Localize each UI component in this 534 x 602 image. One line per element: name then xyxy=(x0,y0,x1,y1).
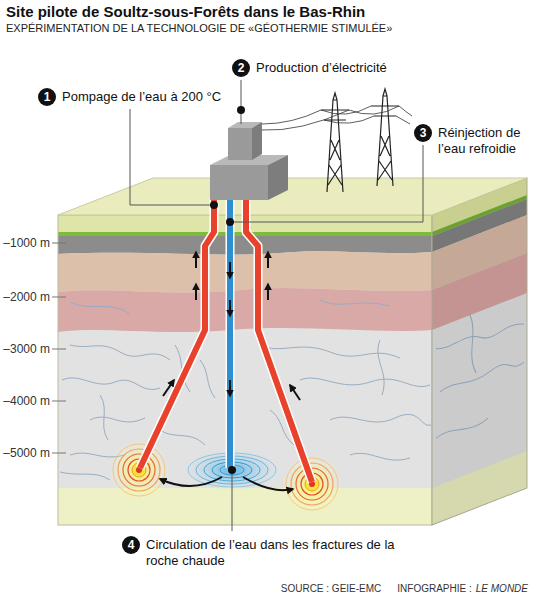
wells xyxy=(140,198,312,482)
leader-dot xyxy=(226,218,234,226)
subtitle: EXPÉRIMENTATION DE LA TECHNOLOGIE DE «GÉ… xyxy=(6,22,392,34)
power-plant xyxy=(210,122,288,200)
depth-label: –2000 m xyxy=(3,290,50,304)
chart-title: Site pilote de Soultz-sous-Forêts dans l… xyxy=(6,3,365,20)
depth-label: –1000 m xyxy=(3,236,50,250)
callout-number: 3 xyxy=(414,124,432,142)
depth-label: –5000 m xyxy=(3,446,50,460)
hot-zone xyxy=(109,440,169,500)
credit-label: INFOGRAPHIE : xyxy=(397,583,471,594)
front-face xyxy=(58,215,432,525)
leader-line xyxy=(241,80,242,124)
callout-text: Circulation de l’eau dans les fractures … xyxy=(146,537,396,569)
power-pylon xyxy=(321,93,349,192)
depth-label: –4000 m xyxy=(3,394,50,408)
leader-dot xyxy=(210,201,218,209)
leader-line xyxy=(230,145,423,222)
callout-text: Pompage de l’eau à 200 °C xyxy=(62,89,221,105)
power-lines xyxy=(262,106,412,130)
hot-zone xyxy=(282,454,342,514)
callout-text: Production d’électricité xyxy=(256,60,387,76)
callout: 4 Circulation de l’eau dans les fractures… xyxy=(122,536,396,569)
credit-row: SOURCE : GEIE-EMC INFOGRAPHIE : LE MONDE xyxy=(281,583,528,594)
callout-number: 4 xyxy=(122,536,140,554)
callout-number: 2 xyxy=(232,59,250,77)
credit-name: LE MONDE xyxy=(476,583,528,594)
callout: 1 Pompage de l’eau à 200 °C xyxy=(38,88,221,106)
ground-surface xyxy=(58,178,527,215)
side-face xyxy=(432,178,527,525)
power-pylon xyxy=(371,89,399,186)
leader-line xyxy=(232,470,233,531)
depth-ticks xyxy=(52,243,66,453)
callout: 3 Réinjection de l’eau refroidie xyxy=(414,124,530,157)
callout: 2 Production d’électricité xyxy=(232,59,387,77)
leader-line xyxy=(130,109,214,205)
flow-arrows xyxy=(160,252,300,490)
leader-dot xyxy=(228,466,236,474)
leader-dot xyxy=(237,106,245,114)
callout-number: 1 xyxy=(38,88,56,106)
source-credit: SOURCE : GEIE-EMC xyxy=(281,583,382,594)
callout-text: Réinjection de l’eau refroidie xyxy=(438,125,530,157)
depth-label: –3000 m xyxy=(3,342,50,356)
